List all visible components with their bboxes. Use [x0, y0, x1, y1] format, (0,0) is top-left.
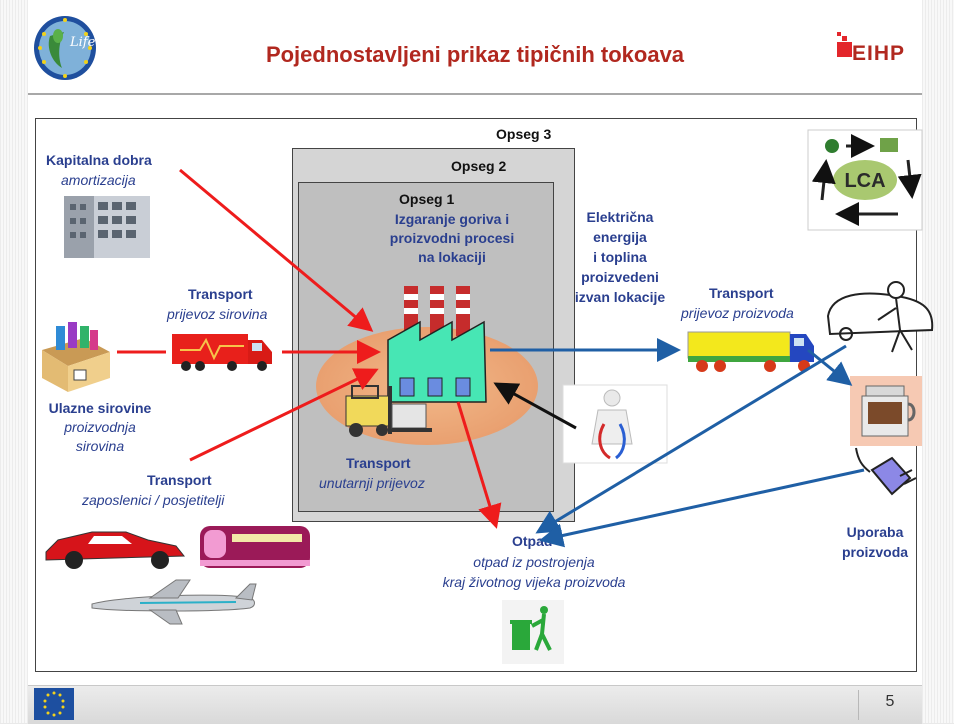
- electricity-line5: izvan lokacije: [574, 289, 666, 305]
- header: [28, 0, 922, 94]
- truck-icon: [172, 334, 272, 371]
- lca-text: LCA: [844, 170, 885, 192]
- car-icon: [45, 531, 186, 569]
- raw-materials-sub1: proizvodnja: [64, 419, 136, 435]
- coffee-maker-icon: [850, 376, 922, 446]
- life-logo-text: Life: [69, 35, 96, 50]
- transport-raw-title: Transport: [188, 286, 253, 302]
- train-icon: [200, 526, 310, 568]
- box-icon: [42, 322, 110, 392]
- transport-internal-title: Transport: [346, 455, 411, 471]
- lca-cycle-icon: LCA: [807, 129, 923, 231]
- page-number: 5: [885, 693, 895, 710]
- scope2-label: Opseg 2: [451, 158, 507, 174]
- arrow-capital-goods: [179, 168, 374, 332]
- arrow-electricity: [493, 382, 577, 430]
- capital-goods-sub: amortizacija: [61, 172, 136, 188]
- power-plug-icon: [855, 447, 917, 496]
- electricity-line2: energija: [593, 229, 647, 245]
- eihp-brand: EIHP: [852, 42, 906, 65]
- transport-product-sub: prijevoz proizvoda: [681, 305, 794, 321]
- combustion-line2: proizvodni procesi: [389, 230, 515, 246]
- plug-icon: [562, 384, 668, 464]
- eu-flag-icon: [34, 688, 74, 720]
- electricity-line3: i toplina: [593, 249, 647, 265]
- footer: [28, 685, 922, 724]
- airplane-icon: [91, 579, 257, 625]
- transport-raw-sub: prijevoz sirovina: [167, 306, 268, 322]
- arrow-use-to-waste-2: [539, 468, 865, 548]
- combustion-line3: na lokaciji: [418, 249, 486, 265]
- building-icon: [64, 196, 150, 258]
- arrow-staff-transport: [189, 368, 379, 462]
- raw-materials-sub2: sirovina: [75, 438, 125, 454]
- product-truck-icon: [687, 331, 814, 372]
- waste-sub2: kraj životnog vijeka proizvoda: [442, 574, 626, 590]
- footer-divider: [858, 690, 859, 720]
- electricity-line4: proizvedeni: [581, 269, 659, 285]
- person-car-icon: [826, 281, 934, 353]
- left-margin-strip: [0, 0, 28, 723]
- forklift-icon: [345, 385, 432, 437]
- factory-icon: [387, 286, 487, 403]
- transport-staff-sub: zaposlenici / posjetitelji: [82, 492, 225, 508]
- transport-internal-sub: unutarnji prijevoz: [319, 475, 425, 491]
- transport-staff-title: Transport: [147, 472, 212, 488]
- eihp-logo-icon: [837, 32, 852, 57]
- product-use-line2: proizvoda: [841, 544, 909, 560]
- arrow-waste: [456, 401, 502, 529]
- capital-goods-title: Kapitalna dobra: [46, 152, 152, 168]
- product-use-line1: Uporaba: [846, 524, 904, 540]
- life-logo-icon: Life: [34, 16, 96, 80]
- arrow-truck-to-use: [807, 348, 853, 386]
- raw-materials-title: Ulazne sirovine: [48, 400, 152, 416]
- combustion-line1: Izgaranje goriva i: [394, 211, 510, 227]
- scope3-label: Opseg 3: [496, 126, 552, 142]
- scope1-label: Opseg 1: [399, 191, 455, 207]
- waste-sub1: otpad iz postrojenja: [473, 554, 595, 570]
- waste-bin-icon: [502, 600, 564, 664]
- electricity-line1: Električna: [586, 209, 654, 225]
- header-divider: [28, 93, 922, 95]
- right-margin-strip: [922, 0, 954, 723]
- transport-product-title: Transport: [709, 285, 774, 301]
- arrow-use-to-waste-1: [535, 344, 847, 534]
- slide-title: Pojednostavljeni prikaz tipičnih tokoava: [265, 42, 685, 67]
